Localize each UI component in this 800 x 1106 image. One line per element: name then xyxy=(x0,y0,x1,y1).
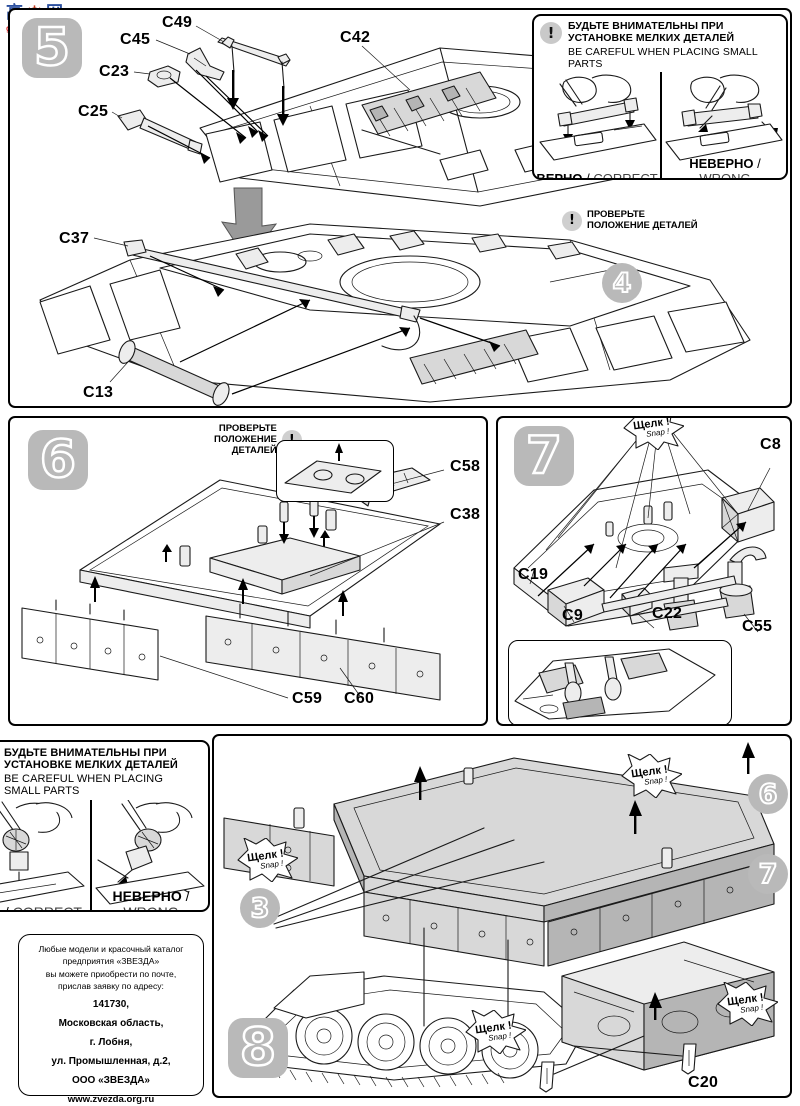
step-badge-8: 8 xyxy=(228,1018,288,1078)
address-line-4: прислав заявку по адресу: xyxy=(58,981,164,992)
part-label-c22: C22 xyxy=(652,605,683,622)
part-c60-shape xyxy=(205,603,441,701)
part-label-c60: C60 xyxy=(344,690,375,707)
snap-label-en: Snap ! xyxy=(643,774,668,787)
part-label-c8: C8 xyxy=(760,436,782,453)
part-label-c19: C19 xyxy=(518,566,549,583)
snap-label-en: Snap ! xyxy=(259,858,284,871)
part-label-c23: C23 xyxy=(99,63,130,80)
warning-title-en: BE CAREFUL WHEN PLACING SMALL PARTS xyxy=(568,45,758,70)
part-label-c9: C9 xyxy=(562,607,584,624)
reference-badge-3: 3 xyxy=(240,888,280,928)
warning-caption-wrong: НЕВЕРНО / WRONG xyxy=(689,155,761,180)
part-c9-shape xyxy=(547,577,605,627)
panel-7-illustration xyxy=(513,423,775,633)
part-c45-shape xyxy=(185,47,225,81)
reference-badge-4: 4 xyxy=(602,263,642,303)
address-line-3: вы можете приобрести по почте, xyxy=(45,968,177,979)
panel-6-illustration xyxy=(21,467,445,701)
part-label-c37: C37 xyxy=(59,230,90,247)
reference-badge-6: 6 xyxy=(748,774,788,814)
part-c38-shape xyxy=(209,537,361,595)
address-zip: 141730, xyxy=(92,998,130,1010)
part-c59-shape xyxy=(21,599,159,681)
part-label-c38: C38 xyxy=(450,506,481,523)
part-c23-shape xyxy=(147,65,181,88)
warning-title-en: BE CAREFUL WHEN PLACING SMALL PARTS xyxy=(4,772,163,798)
step-badge-6: 6 xyxy=(28,430,88,490)
part-c8-shape xyxy=(721,487,775,543)
warning-title-ru: БУДЬТЕ ВНИМАТЕЛЬНЫ ПРИ УСТАНОВКЕ МЕЛКИХ … xyxy=(568,20,735,44)
part-label-c20: C20 xyxy=(688,1074,719,1091)
address-region: Московская область, xyxy=(58,1017,164,1029)
reference-badge-7: 7 xyxy=(748,854,788,894)
part-label-c55: C55 xyxy=(742,618,773,635)
snap-label-en: Snap ! xyxy=(487,1030,512,1043)
snap-label-en: Snap ! xyxy=(645,426,670,439)
panel-step-7: 7 C8 C19 C9 C22 C55 xyxy=(496,416,792,726)
warning-caption-correct: ВЕРНО / CORRECT xyxy=(536,170,658,180)
check-note-line1: ПРОВЕРЬТЕ xyxy=(218,423,277,434)
panel-step-6: 6 ! ПРОВЕРЬТЕ ПОЛОЖЕНИЕ ДЕТАЛЕЙ C58 C38 … xyxy=(8,416,488,726)
step-badge-7: 7 xyxy=(514,426,574,486)
panel-step-5: 5 C49 C45 C23 C25 C42 C37 C13 ! xyxy=(8,8,792,408)
part-label-c58: C58 xyxy=(450,458,481,475)
part-label-c25: C25 xyxy=(78,103,109,120)
part-label-c59: C59 xyxy=(292,690,323,707)
warning-box-small-parts-top: ! БУДЬТЕ ВНИМАТЕЛЬНЫ ПРИ УСТАНОВКЕ МЕЛКИ… xyxy=(532,14,788,180)
warning-title-ru: БУДЬТЕ ВНИМАТЕЛЬНЫ ПРИ УСТАНОВКЕ МЕЛКИХ … xyxy=(4,747,178,772)
check-note-line1: ПРОВЕРЬТЕ xyxy=(587,209,645,220)
snap-burst-p7: Щелк ! Snap ! xyxy=(620,418,684,450)
address-box: Любые модели и красочный каталог предпри… xyxy=(18,934,204,1105)
check-note-line2: ПОЛОЖЕНИЕ ДЕТАЛЕЙ xyxy=(587,219,698,231)
part-c13-shape xyxy=(118,340,230,406)
snap-burst-p8-top: Щелк ! Snap ! xyxy=(618,754,682,798)
part-c49-shape xyxy=(217,36,291,89)
address-company: ООО «ЗВЕЗДА» xyxy=(71,1074,150,1086)
check-position-note-p5: ! ПРОВЕРЬТЕ ПОЛОЖЕНИЕ ДЕТАЛЕЙ xyxy=(562,209,698,232)
exclamation-icon: ! xyxy=(540,22,562,44)
address-street: ул. Промышленная, д.2, xyxy=(51,1055,171,1067)
check-note-line3: ДЕТАЛЕЙ xyxy=(231,444,277,456)
part-c42-shape xyxy=(361,71,497,137)
part-c25-shape xyxy=(117,109,203,155)
panel-5-leaders xyxy=(93,25,611,383)
address-website[interactable]: www.zvezda.org.ru xyxy=(67,1093,155,1105)
detail-inset-p7 xyxy=(508,640,732,724)
part-label-c42: C42 xyxy=(340,29,371,46)
snap-burst-p8-wheels: Щелк ! Snap ! xyxy=(462,1010,526,1054)
warning-cell-correct: ВЕРНО / CORRECT xyxy=(534,72,660,180)
check-note-line2: ПОЛОЖЕНИЕ xyxy=(214,433,277,445)
warning-caption-correct: НО / CORRECT xyxy=(0,903,82,912)
part-c20-shapes xyxy=(539,1043,697,1093)
warning-cell-correct: НО / CORRECT xyxy=(0,800,90,912)
warning-box-small-parts-bottom: ! БУДЬТЕ ВНИМАТЕЛЬНЫ ПРИ УСТАНОВКЕ МЕЛКИ… xyxy=(0,740,210,912)
exclamation-icon: ! xyxy=(562,210,582,231)
panel-step-8: 8 3 6 7 C20 Щелк ! Snap ! xyxy=(212,734,792,1098)
part-c37-shape xyxy=(123,239,421,351)
panel-8-illustration xyxy=(223,742,775,1093)
detail-inset-p6 xyxy=(276,440,394,502)
part-label-c49: C49 xyxy=(162,14,193,31)
address-city: г. Лобня, xyxy=(89,1036,133,1048)
step-badge-5: 5 xyxy=(22,18,82,78)
part-label-c45: C45 xyxy=(120,31,151,48)
part-label-c13: C13 xyxy=(83,384,114,401)
warning-cell-wrong: НЕВЕРНО / WRONG xyxy=(660,71,786,180)
warning-caption-wrong: НЕВЕРНО / WRONG xyxy=(112,887,190,912)
warning-cell-wrong: НЕВЕРНО / WRONG xyxy=(90,799,208,912)
address-line-1: Любые модели и красочный каталог xyxy=(38,944,184,954)
address-line-2: предприятия «ЗВЕЗДА» xyxy=(62,956,160,967)
snap-burst-p8-left: Щелк ! Snap ! xyxy=(234,838,298,882)
snap-label-en: Snap ! xyxy=(739,1002,764,1015)
snap-burst-p8-rear: Щелк ! Snap ! xyxy=(714,982,778,1026)
